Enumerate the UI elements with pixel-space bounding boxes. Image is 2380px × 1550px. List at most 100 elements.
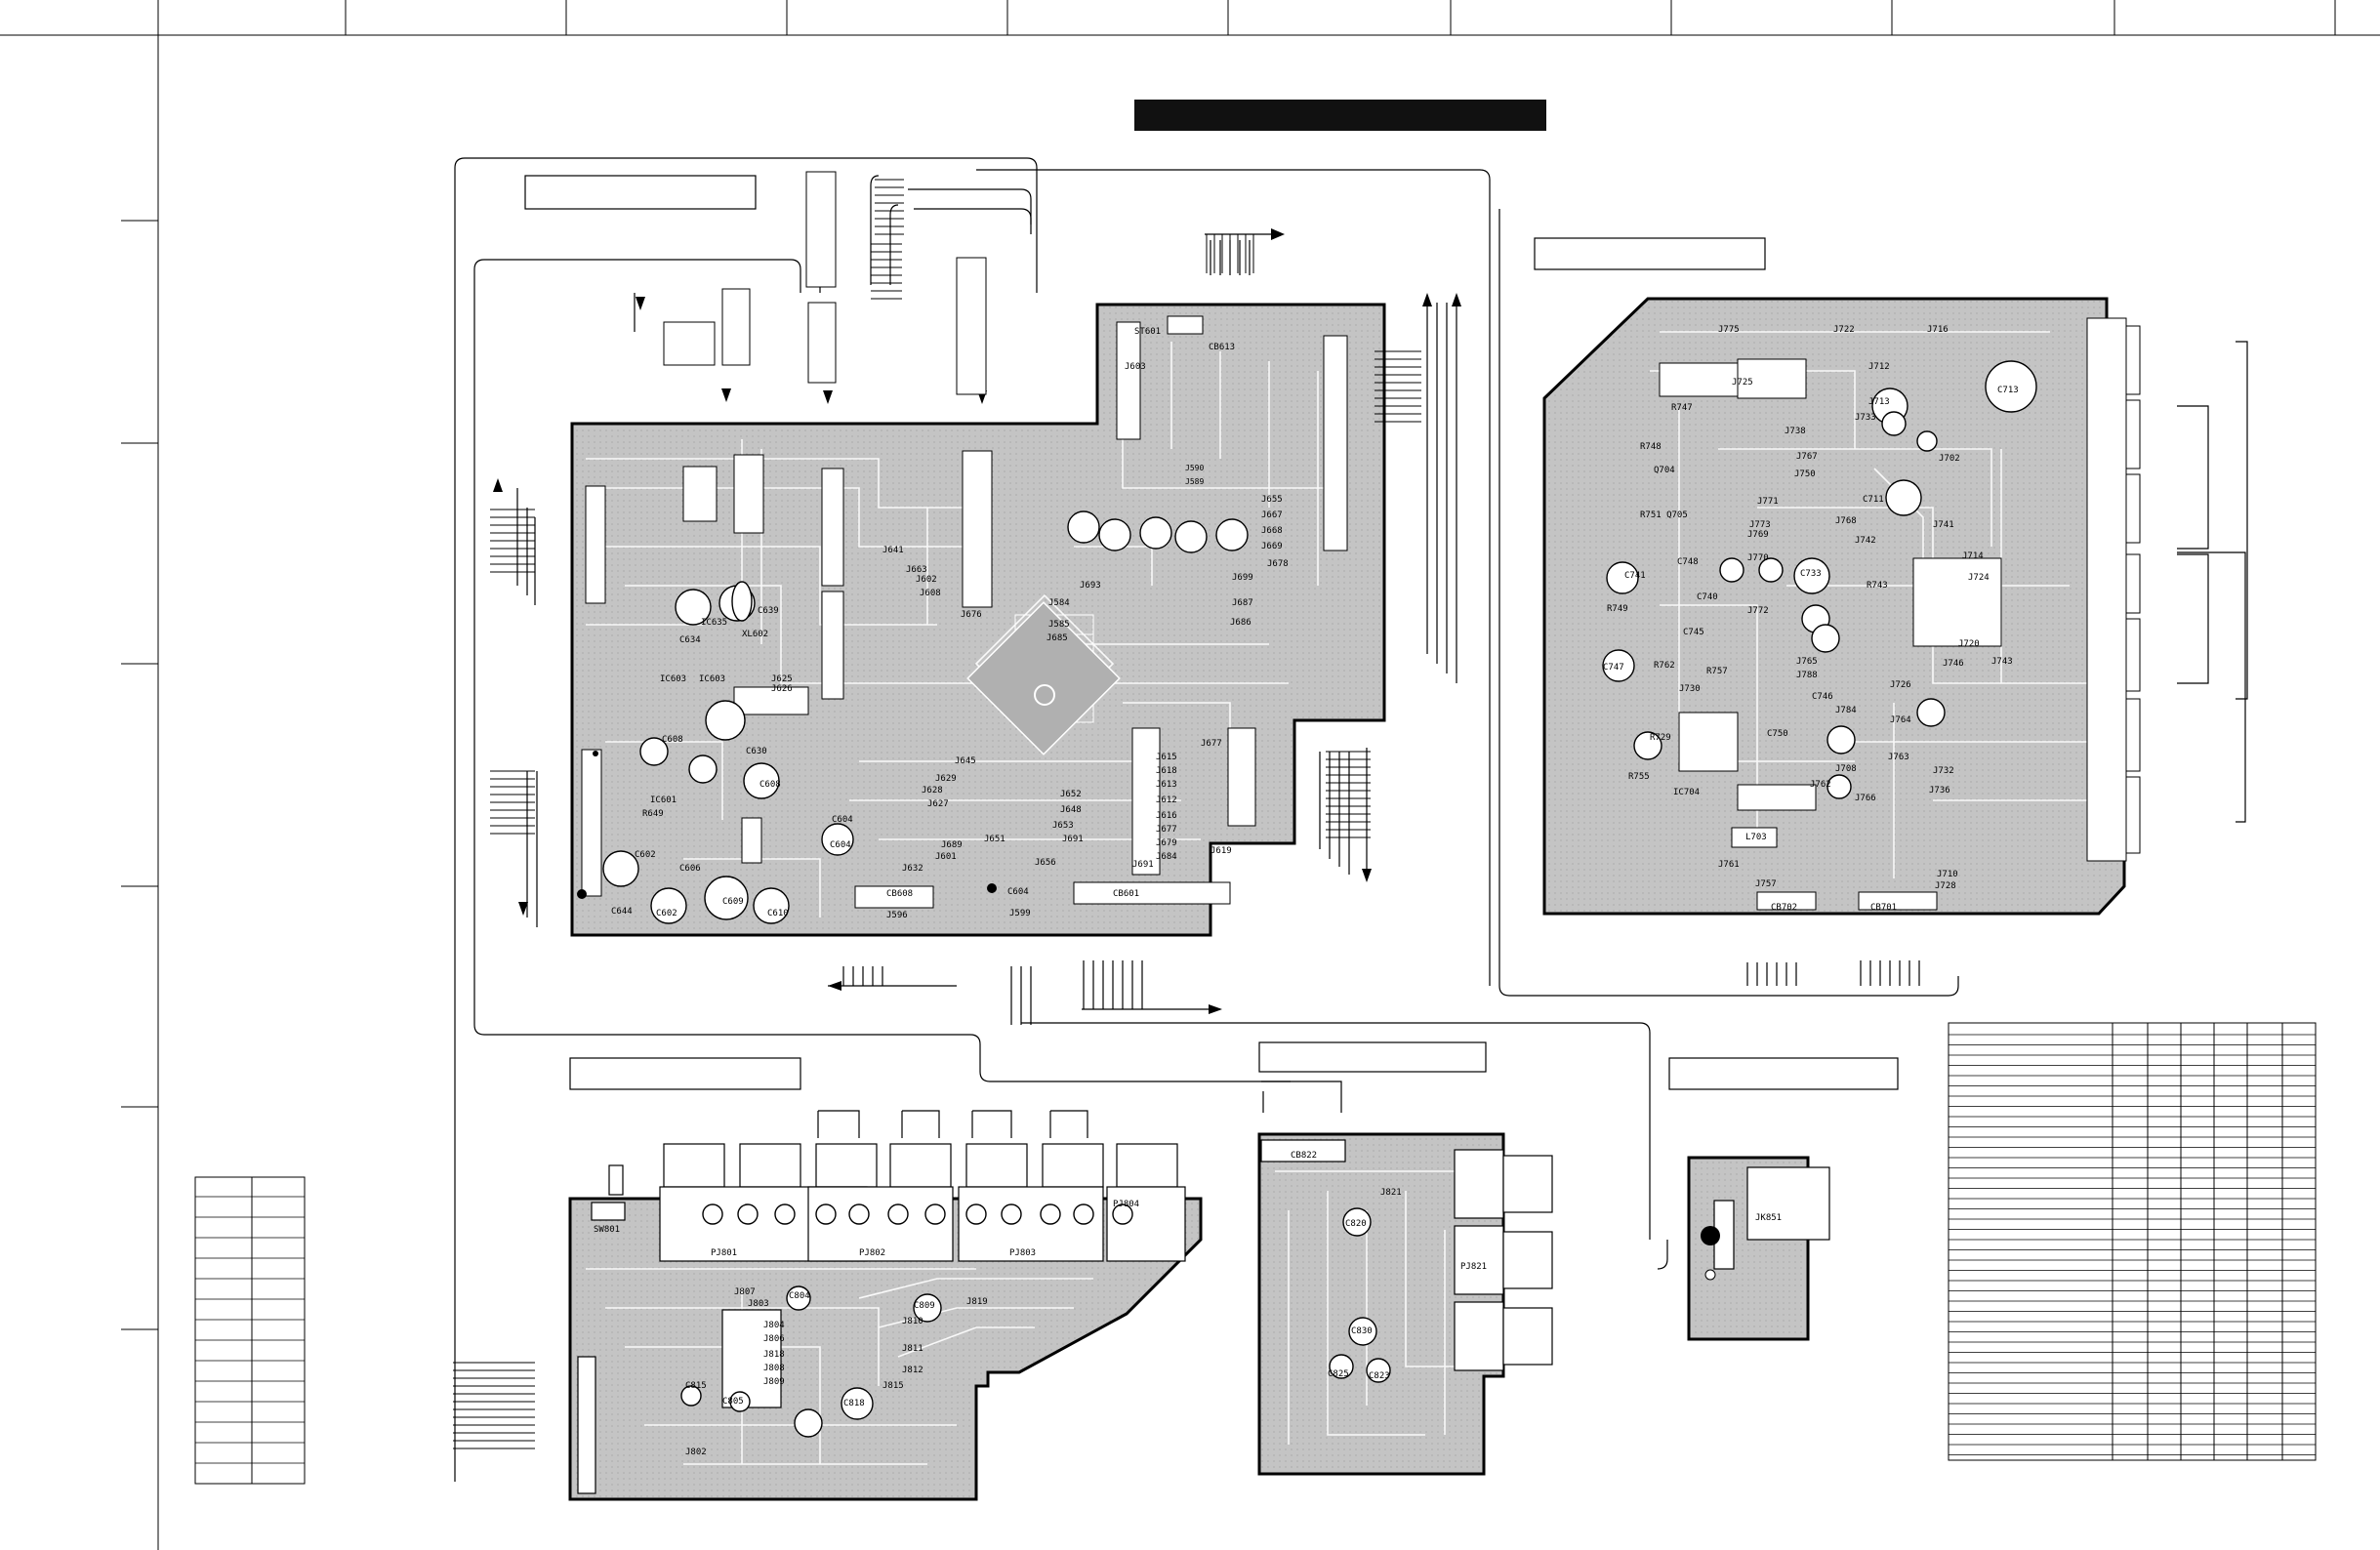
wire-arrows xyxy=(493,228,1461,1014)
svg-text:J766: J766 xyxy=(1855,794,1876,803)
svg-text:ST601: ST601 xyxy=(1134,327,1161,337)
svg-text:J770: J770 xyxy=(1747,553,1769,563)
svg-text:J686: J686 xyxy=(1230,618,1252,628)
svg-text:C733: C733 xyxy=(1800,569,1822,579)
svg-text:J599: J599 xyxy=(1009,909,1031,918)
svg-text:J629: J629 xyxy=(935,774,957,784)
svg-text:C804: C804 xyxy=(789,1291,810,1301)
svg-text:CB701: CB701 xyxy=(1870,903,1897,913)
svg-text:J612: J612 xyxy=(1156,795,1177,805)
svg-text:J613: J613 xyxy=(1156,780,1177,790)
svg-text:J812: J812 xyxy=(902,1366,923,1375)
svg-text:J741: J741 xyxy=(1933,520,1954,530)
svg-text:J648: J648 xyxy=(1060,805,1082,815)
svg-text:J652: J652 xyxy=(1060,790,1082,799)
svg-text:J772: J772 xyxy=(1747,606,1769,616)
svg-text:C604: C604 xyxy=(830,840,851,850)
video-board: CB822 J821 C820 C830 C825 C823 PJ821 xyxy=(1257,1132,1553,1476)
svg-text:R762: R762 xyxy=(1654,661,1675,671)
svg-text:C608: C608 xyxy=(662,735,683,745)
amp-board: J775 J722 J716 J712 J713 J733 R747 R748 … xyxy=(1542,297,2141,916)
svg-text:J590: J590 xyxy=(1185,464,1204,472)
svg-text:L703: L703 xyxy=(1745,833,1767,842)
svg-text:J803: J803 xyxy=(748,1299,769,1309)
left-table xyxy=(194,1176,306,1485)
svg-text:J602: J602 xyxy=(916,575,937,585)
svg-text:J775: J775 xyxy=(1718,325,1740,335)
svg-text:J651: J651 xyxy=(984,835,1005,844)
svg-text:J762: J762 xyxy=(1810,780,1831,790)
svg-text:IC704: IC704 xyxy=(1673,788,1700,797)
svg-text:J726: J726 xyxy=(1890,680,1911,690)
svg-text:J601: J601 xyxy=(935,852,957,862)
svg-text:J632: J632 xyxy=(902,864,923,874)
svg-text:J615: J615 xyxy=(1156,753,1177,762)
svg-text:R757: R757 xyxy=(1706,667,1728,676)
svg-text:J684: J684 xyxy=(1156,852,1177,862)
svg-text:C608: C608 xyxy=(759,780,781,790)
svg-text:J626: J626 xyxy=(771,684,793,694)
parts-table xyxy=(1948,1022,2317,1461)
svg-text:C750: C750 xyxy=(1767,729,1788,739)
svg-text:R649: R649 xyxy=(642,809,664,819)
svg-text:J608: J608 xyxy=(920,589,941,598)
svg-text:R729: R729 xyxy=(1650,733,1671,743)
svg-text:PJ803: PJ803 xyxy=(1009,1248,1036,1258)
svg-text:J728: J728 xyxy=(1935,881,1956,891)
svg-text:IC601: IC601 xyxy=(650,795,677,805)
svg-text:R748: R748 xyxy=(1640,442,1662,452)
svg-text:IC603: IC603 xyxy=(699,674,725,684)
svg-text:J784: J784 xyxy=(1835,706,1857,715)
svg-text:R747: R747 xyxy=(1671,403,1693,413)
svg-text:C606: C606 xyxy=(679,864,701,874)
svg-text:R755: R755 xyxy=(1628,772,1650,782)
svg-text:J702: J702 xyxy=(1939,454,1960,464)
svg-text:C818: C818 xyxy=(843,1399,865,1408)
svg-text:C809: C809 xyxy=(914,1301,935,1311)
svg-text:CB613: CB613 xyxy=(1209,343,1235,352)
svg-text:J730: J730 xyxy=(1679,684,1701,694)
svg-text:J656: J656 xyxy=(1035,858,1056,868)
svg-text:J628: J628 xyxy=(922,786,943,795)
svg-text:J804: J804 xyxy=(763,1321,785,1330)
svg-text:PJ801: PJ801 xyxy=(711,1248,737,1258)
svg-text:J750: J750 xyxy=(1794,469,1816,479)
svg-text:C602: C602 xyxy=(635,850,656,860)
svg-text:J679: J679 xyxy=(1156,838,1177,848)
svg-text:J712: J712 xyxy=(1868,362,1890,372)
svg-text:J677: J677 xyxy=(1201,739,1222,749)
svg-text:J810: J810 xyxy=(902,1317,923,1326)
svg-text:C741: C741 xyxy=(1624,571,1646,581)
phones-board: JK851 xyxy=(1657,1156,1830,1341)
main-board: J603 CB613 XL602 IC635 C639 C634 IC603 C… xyxy=(570,303,1386,937)
svg-text:J720: J720 xyxy=(1958,639,1980,649)
svg-text:J809: J809 xyxy=(763,1377,785,1387)
svg-text:R751 Q705: R751 Q705 xyxy=(1640,510,1688,520)
svg-text:J769: J769 xyxy=(1747,530,1769,540)
svg-text:C748: C748 xyxy=(1677,557,1699,567)
svg-text:J763: J763 xyxy=(1888,753,1909,762)
svg-text:J618: J618 xyxy=(1156,766,1177,776)
svg-text:J757: J757 xyxy=(1755,879,1777,889)
svg-text:PJ804: PJ804 xyxy=(1113,1200,1139,1209)
svg-text:J746: J746 xyxy=(1943,659,1964,669)
svg-text:R749: R749 xyxy=(1607,604,1628,614)
svg-text:J819: J819 xyxy=(966,1297,988,1307)
svg-text:J693: J693 xyxy=(1080,581,1101,591)
svg-text:J668: J668 xyxy=(1261,526,1283,536)
svg-text:J733: J733 xyxy=(1855,413,1876,423)
svg-text:J685: J685 xyxy=(1046,633,1068,643)
svg-text:IC603: IC603 xyxy=(660,674,686,684)
svg-text:J603: J603 xyxy=(1125,362,1146,372)
svg-text:J768: J768 xyxy=(1835,516,1857,526)
svg-text:XL602: XL602 xyxy=(742,630,768,639)
svg-text:J773: J773 xyxy=(1749,520,1771,530)
svg-text:J689: J689 xyxy=(941,840,963,850)
svg-text:J669: J669 xyxy=(1261,542,1283,551)
svg-text:J765: J765 xyxy=(1796,657,1818,667)
svg-text:J761: J761 xyxy=(1718,860,1740,870)
svg-text:J815: J815 xyxy=(882,1381,904,1391)
svg-text:J619: J619 xyxy=(1211,846,1232,856)
svg-text:J691: J691 xyxy=(1132,860,1154,870)
svg-text:CB608: CB608 xyxy=(886,889,913,899)
